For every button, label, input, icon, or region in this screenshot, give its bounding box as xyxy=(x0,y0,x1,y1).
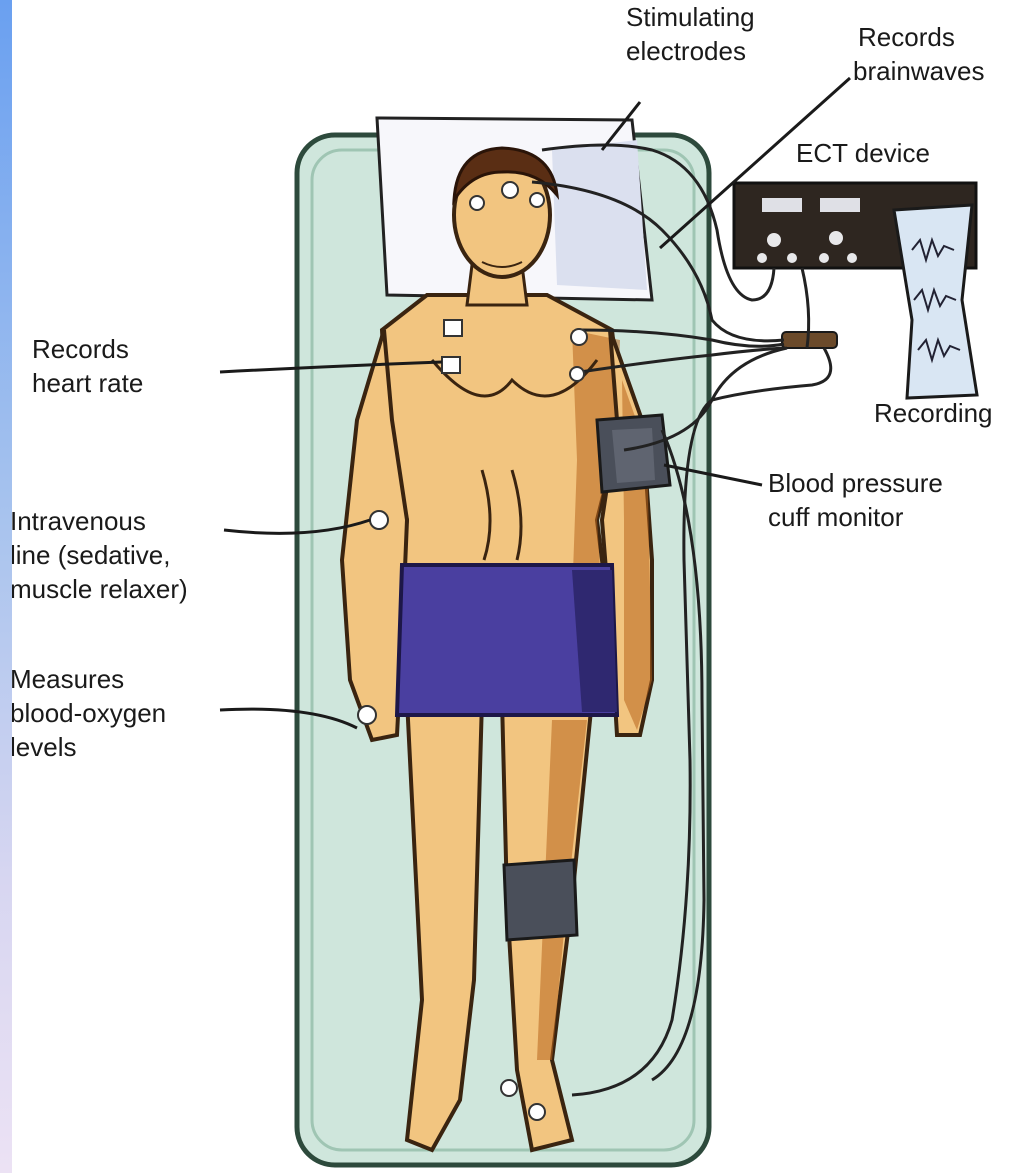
label-line: Recording xyxy=(874,396,993,430)
label-line: ECT device xyxy=(796,136,930,170)
label-line: brainwaves xyxy=(853,54,985,88)
bp-cuff xyxy=(597,415,670,492)
label-blood-oxygen: Measures blood-oxygen levels xyxy=(12,662,166,764)
label-line: Measures xyxy=(12,662,166,696)
finger-oximeter xyxy=(358,706,376,724)
label-blood-pressure-cuff: Blood pressure cuff monitor xyxy=(768,466,943,534)
label-ect-device: ECT device xyxy=(796,136,930,170)
foot-electrode xyxy=(529,1104,545,1120)
label-intravenous-line: Intravenous line (sedative, muscle relax… xyxy=(12,504,188,606)
label-line: line (sedative, xyxy=(12,538,188,572)
label-line: cuff monitor xyxy=(768,500,943,534)
label-line: levels xyxy=(12,730,166,764)
head-electrode xyxy=(502,182,518,198)
chest-electrode xyxy=(442,357,460,373)
label-stimulating-electrodes: Stimulating electrodes xyxy=(626,0,755,68)
chest-electrode xyxy=(570,367,584,381)
label-line: Records xyxy=(858,20,985,54)
iv-site xyxy=(370,511,388,529)
label-line: Blood pressure xyxy=(768,466,943,500)
chest-electrode xyxy=(444,320,462,336)
chest-electrode xyxy=(571,329,587,345)
foot-electrode xyxy=(501,1080,517,1096)
ankle-cuff xyxy=(504,860,577,940)
head-electrode xyxy=(470,196,484,210)
label-line: heart rate xyxy=(32,366,143,400)
label-line: Stimulating xyxy=(626,0,755,34)
label-records-brainwaves: Records brainwaves xyxy=(858,20,985,88)
label-line: electrodes xyxy=(626,34,755,68)
head-electrode xyxy=(530,193,544,207)
label-line: blood-oxygen xyxy=(12,696,166,730)
label-records-heart-rate: Records heart rate xyxy=(32,332,143,400)
label-line: muscle relaxer) xyxy=(12,572,188,606)
label-line: Records xyxy=(32,332,143,366)
recording-strip xyxy=(894,205,977,398)
label-line: Intravenous xyxy=(12,504,188,538)
diagram-canvas: Stimulating electrodes Records brainwave… xyxy=(12,0,1016,1173)
label-recording: Recording xyxy=(874,396,993,430)
shorts xyxy=(397,565,617,715)
